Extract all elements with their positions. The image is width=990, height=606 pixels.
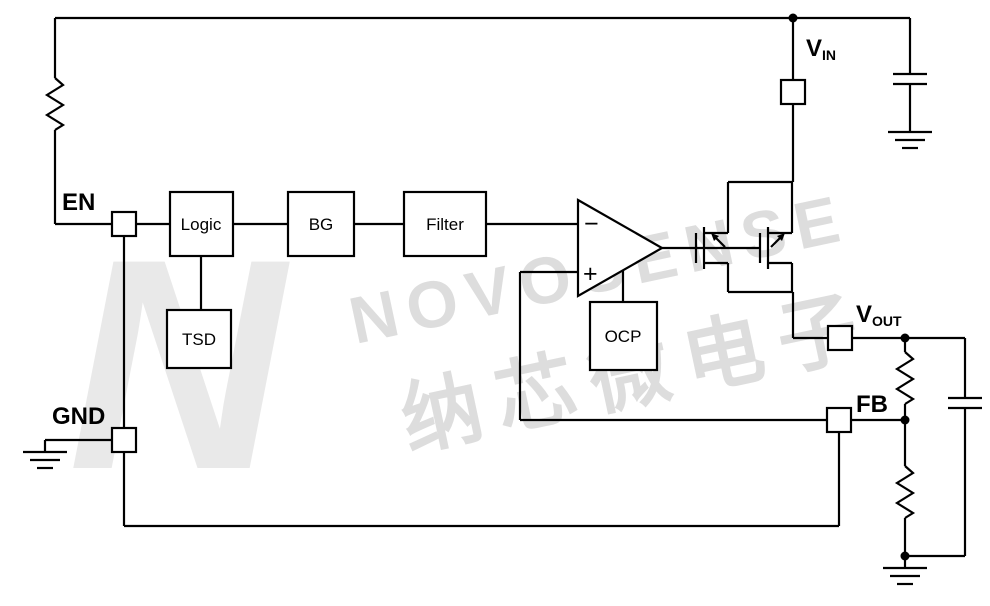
pass-fet-right: [758, 182, 794, 292]
feedback-resistor-bottom: [894, 465, 916, 519]
fet-right-arrow-icon: [777, 233, 785, 241]
vout-pin: [826, 324, 854, 352]
feedback-resistor-top: [894, 351, 916, 405]
pullup-resistor: [44, 77, 66, 131]
ground-symbol-bottom-right: [883, 566, 927, 586]
fet-left-arrow-icon: [711, 233, 719, 241]
opamp-triangle: [576, 198, 665, 298]
filter-block: Filter: [402, 190, 488, 258]
fb-pin-label: FB: [856, 391, 888, 418]
junction-dot-vin: [788, 13, 798, 23]
bg-block-label: BG: [309, 215, 334, 234]
logic-block: Logic: [168, 190, 235, 258]
junction-dot-gnd: [900, 551, 910, 561]
logic-block-label: Logic: [181, 215, 222, 234]
vin-pin-label: VIN: [806, 35, 836, 63]
tsd-block-label: TSD: [182, 330, 216, 349]
input-capacitor: [893, 72, 927, 86]
vin-pin: [779, 78, 807, 106]
ocp-block-label: OCP: [605, 327, 642, 346]
ground-symbol-left: [23, 450, 67, 470]
amp-plus-sign: +: [583, 260, 598, 288]
en-pin: [110, 210, 138, 238]
ocp-block: OCP: [588, 300, 659, 372]
fb-pin: [825, 406, 853, 434]
output-capacitor: [948, 396, 982, 410]
junction-dots: [788, 13, 910, 561]
junction-dot-fb: [900, 415, 910, 425]
ground-symbol-top-right: [888, 130, 932, 150]
vout-pin-label: VOUT: [856, 301, 902, 329]
gnd-pin: [110, 426, 138, 454]
junction-dot-vout: [900, 333, 910, 343]
filter-block-label: Filter: [426, 215, 464, 234]
wires: [43, 16, 967, 568]
tsd-block: TSD: [165, 308, 233, 370]
bg-block: BG: [286, 190, 356, 258]
amp-minus-sign: −: [584, 210, 599, 238]
error-amplifier: − +: [576, 198, 665, 298]
en-pin-label: EN: [62, 189, 95, 216]
pass-fet-left: [694, 182, 730, 292]
gnd-pin-label: GND: [52, 403, 105, 430]
